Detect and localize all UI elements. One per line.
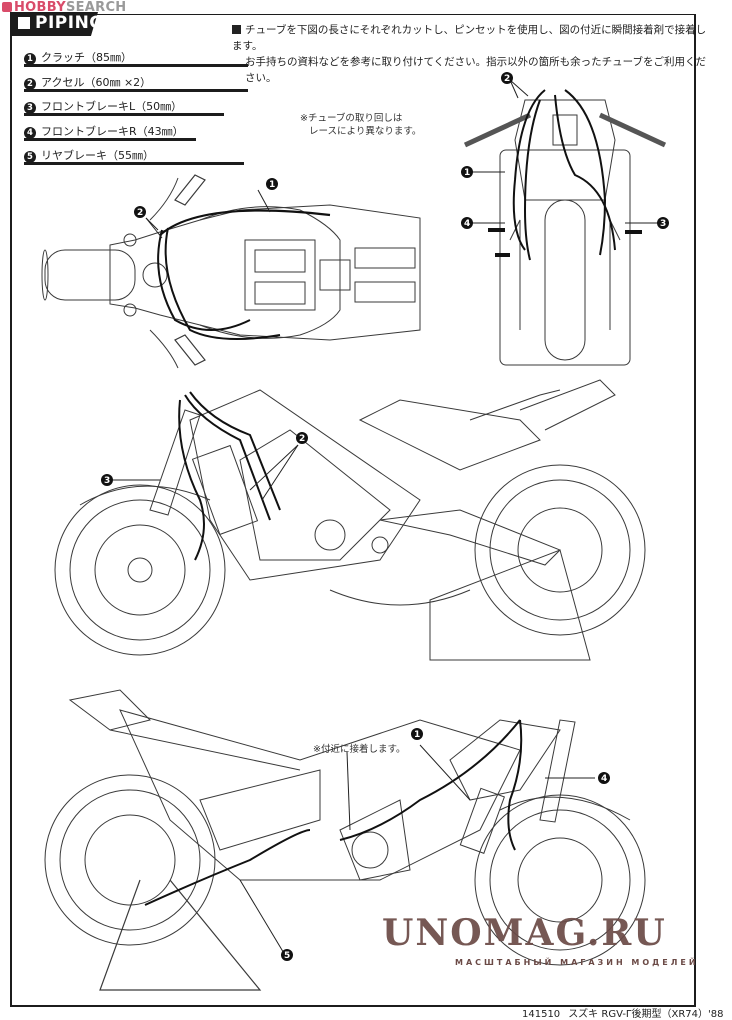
motorcycle-diagrams: 1 2 2 1 4 3 2 3 1 4 5: [41, 72, 669, 991]
svg-text:1: 1: [414, 730, 420, 740]
svg-text:4: 4: [464, 219, 470, 229]
page-frame: [10, 14, 696, 1007]
callout-number-icon: 2: [24, 77, 36, 90]
top-view-diagram: [41, 174, 421, 369]
callout-marker-2-left: 2: [296, 432, 308, 444]
svg-text:3: 3: [660, 219, 666, 229]
callout-number-icon: 4: [24, 126, 36, 139]
section-title: PIPING: [35, 13, 104, 33]
svg-text:2: 2: [137, 208, 143, 218]
square-bullet-icon: [18, 17, 30, 29]
callout-number-icon: 1: [24, 53, 36, 65]
svg-text:2: 2: [504, 74, 510, 84]
callout-marker-2-front: 2: [501, 72, 513, 84]
callout-marker-3-left: 3: [101, 474, 113, 486]
tube-length-bar: [24, 162, 244, 165]
tube-length-bar: [24, 64, 248, 67]
hobbysearch-watermark: HOBBYSEARCH: [2, 0, 127, 15]
callout-markers: 1 2 2 1 4 3 2 3 1 4 5: [101, 72, 669, 961]
callout-marker-5-right: 5: [281, 949, 293, 961]
callout-marker-1-right: 1: [411, 728, 423, 740]
callout-number-icon: 3: [24, 102, 36, 114]
tube-length-bar: [24, 113, 224, 116]
svg-text:5: 5: [284, 951, 290, 961]
product-title: スズキ RGV-Γ後期型（XR74）'88: [568, 1009, 724, 1020]
unomag-watermark-subtitle: МАСШТАБНЫЙ МАГАЗИН МОДЕЛЕЙ: [455, 958, 699, 967]
unomag-watermark: UNOMAG.RU: [382, 912, 667, 954]
callout-number-icon: 5: [24, 151, 36, 163]
instructions: チューブを下図の長さにそれぞれカットし、ピンセットを使用し、図の付近に瞬間接着剤…: [232, 24, 707, 84]
routing-note: ※チューブの取り回しは レースにより異なります。: [300, 113, 422, 137]
hobbysearch-logo-icon: [2, 2, 12, 12]
product-code: 141510: [522, 1009, 561, 1020]
right-side-view-diagram: [44, 689, 646, 991]
svg-text:4: 4: [601, 774, 607, 784]
callout-marker-4-right: 4: [598, 772, 610, 784]
footer: 141510 スズキ RGV-Γ後期型（XR74）'88: [522, 1005, 732, 1020]
tube-length-bar: [24, 137, 196, 141]
front-view-diagram: [463, 79, 667, 366]
square-bullet-icon: [232, 25, 241, 34]
svg-text:3: 3: [104, 476, 110, 486]
callout-marker-3-front: 3: [657, 217, 669, 229]
callout-marker-2-top: 2: [134, 206, 146, 218]
callout-marker-1-top: 1: [266, 178, 278, 190]
svg-text:1: 1: [269, 180, 275, 190]
glue-note: ※付近に接着します。: [313, 744, 406, 755]
svg-text:2: 2: [299, 434, 305, 444]
left-side-view-diagram: [54, 379, 646, 661]
tube-length-bar: [24, 88, 248, 92]
svg-text:1: 1: [464, 168, 470, 178]
callout-marker-4-front: 4: [461, 217, 473, 229]
callout-marker-1-front: 1: [461, 166, 473, 178]
